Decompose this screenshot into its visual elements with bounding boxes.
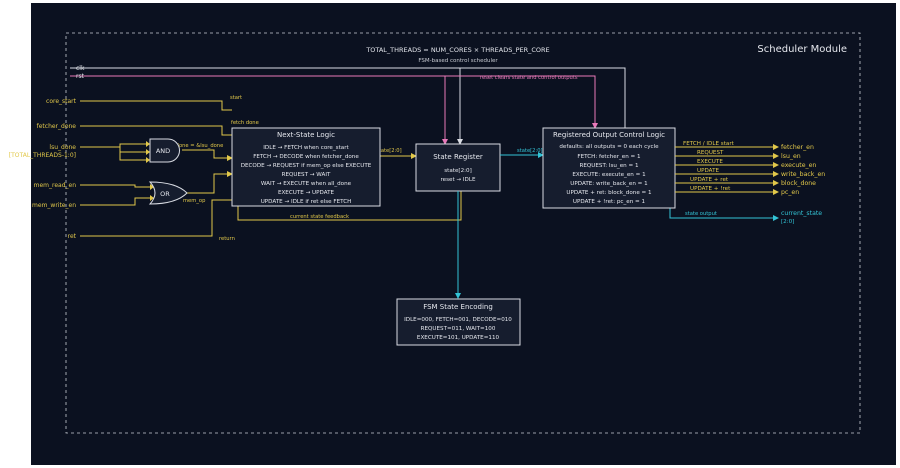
input-mem-read-en: mem_read_en [34,182,77,189]
output-name: fetcher_en [781,144,814,151]
input-rst: rst [76,73,85,80]
output-name: block_done [781,180,816,187]
output-logic-line: FETCH: fetcher_en = 1 [577,154,641,160]
output-wires [675,144,779,195]
header-formula: TOTAL_THREADS = NUM_CORES × THREADS_PER_… [365,46,549,54]
next-state-line: EXECUTE → UPDATE [278,190,335,196]
encoding-line: EXECUTE=101, UPDATE=110 [417,335,500,341]
wire-label-fetch-done: fetch done [231,120,259,126]
or-gate: OR [148,181,188,205]
next-state-line: WAIT → EXECUTE when all_done [261,181,352,187]
header-subtitle: FSM-based control scheduler [418,58,498,64]
gate-input-arrows [146,141,154,201]
encoding-line: REQUEST=011, WAIT=100 [421,326,496,332]
input-core-start: core_start [46,98,77,105]
wire-label-all-done: all_done = &lsu_done [167,143,223,149]
output-names: fetcher_en lsu_en execute_en write_back_… [781,144,825,196]
input-fetcher-done: fetcher_done [37,123,77,130]
diagram-background [31,3,896,465]
current-state-output-name: current_state [781,210,822,217]
output-conditions: FETCH / IDLE start REQUEST EXECUTE UPDAT… [683,141,735,192]
state-register-title: State Register [433,153,483,161]
input-lsu-done: lsu_done [49,144,76,151]
next-state-line: UPDATE → IDLE if ret else FETCH [261,199,352,205]
encoding-title: FSM State Encoding [423,303,493,311]
or-gate-label: OR [160,190,170,198]
output-logic-box: Registered Output Control Logic defaults… [542,127,676,209]
state-register-box: State Register state[2:0] reset → IDLE [415,143,501,192]
next-state-line: IDLE → FETCH when core_start [263,145,349,151]
output-condition: UPDATE + ret [690,177,729,183]
output-logic-line: defaults: all outputs = 0 each cycle [559,144,659,150]
output-logic-line: UPDATE: write_back_en = 1 [570,181,648,187]
wire-label-feedback: current state feedback [290,214,349,220]
wire-label-next-state: next_state[2:0] [362,148,402,154]
output-condition: EXECUTE [697,159,723,165]
next-state-line: REQUEST → WAIT [282,172,331,178]
output-name: lsu_en [781,153,801,160]
fsm-encoding-box: FSM State Encoding IDLE=000, FETCH=001, … [396,298,521,346]
module-title: Scheduler Module [757,44,847,55]
input-clk: clk [76,65,85,72]
state-register-line: state[2:0] [444,168,472,174]
next-state-logic-box: Next-State Logic IDLE → FETCH when core_… [231,127,381,207]
output-condition: REQUEST [697,150,724,156]
input-wires [80,100,462,237]
reset-wires [70,75,598,145]
wire-label-return: return [219,236,235,242]
output-condition: UPDATE + !ret [690,186,731,192]
output-name: write_back_en [781,171,825,178]
clock-wires [70,67,626,145]
wire-label-state: state[2:0] [517,148,543,154]
wire-label-mem-op: mem_op [183,198,206,204]
next-state-title: Next-State Logic [277,131,335,139]
wire-label-state-output: state output [685,211,717,217]
input-ret: ret [68,233,77,240]
output-name: pc_en [781,189,799,196]
module-boundary [65,32,861,434]
encoding-line: IDLE=000, FETCH=001, DECODE=010 [404,317,512,323]
and-gate: AND [149,138,180,163]
output-logic-line: UPDATE + !ret: pc_en = 1 [573,199,646,205]
input-mem-write-en: mem_write_en [32,202,76,209]
output-logic-title: Registered Output Control Logic [553,131,665,139]
state-register-line: reset → IDLE [440,177,475,183]
input-lsu-done-width: [TOTAL_THREADS-1:0] [9,152,76,159]
next-state-line: DECODE → REQUEST if mem_op else EXECUTE [241,163,372,169]
wire-label-start: start [230,95,242,101]
output-logic-line: EXECUTE: execute_en = 1 [572,172,646,178]
and-gate-label: AND [156,147,170,155]
current-state-output-width: [2:0] [781,219,794,225]
output-condition: FETCH / IDLE start [683,141,735,147]
output-condition: UPDATE [697,168,719,174]
output-logic-line: UPDATE + ret: block_done = 1 [566,190,652,196]
output-name: execute_en [781,162,816,169]
reset-note: reset clears state and control outputs [480,75,578,81]
next-state-line: FETCH → DECODE when fetcher_done [253,154,359,160]
output-logic-line: REQUEST: lsu_en = 1 [579,163,639,169]
